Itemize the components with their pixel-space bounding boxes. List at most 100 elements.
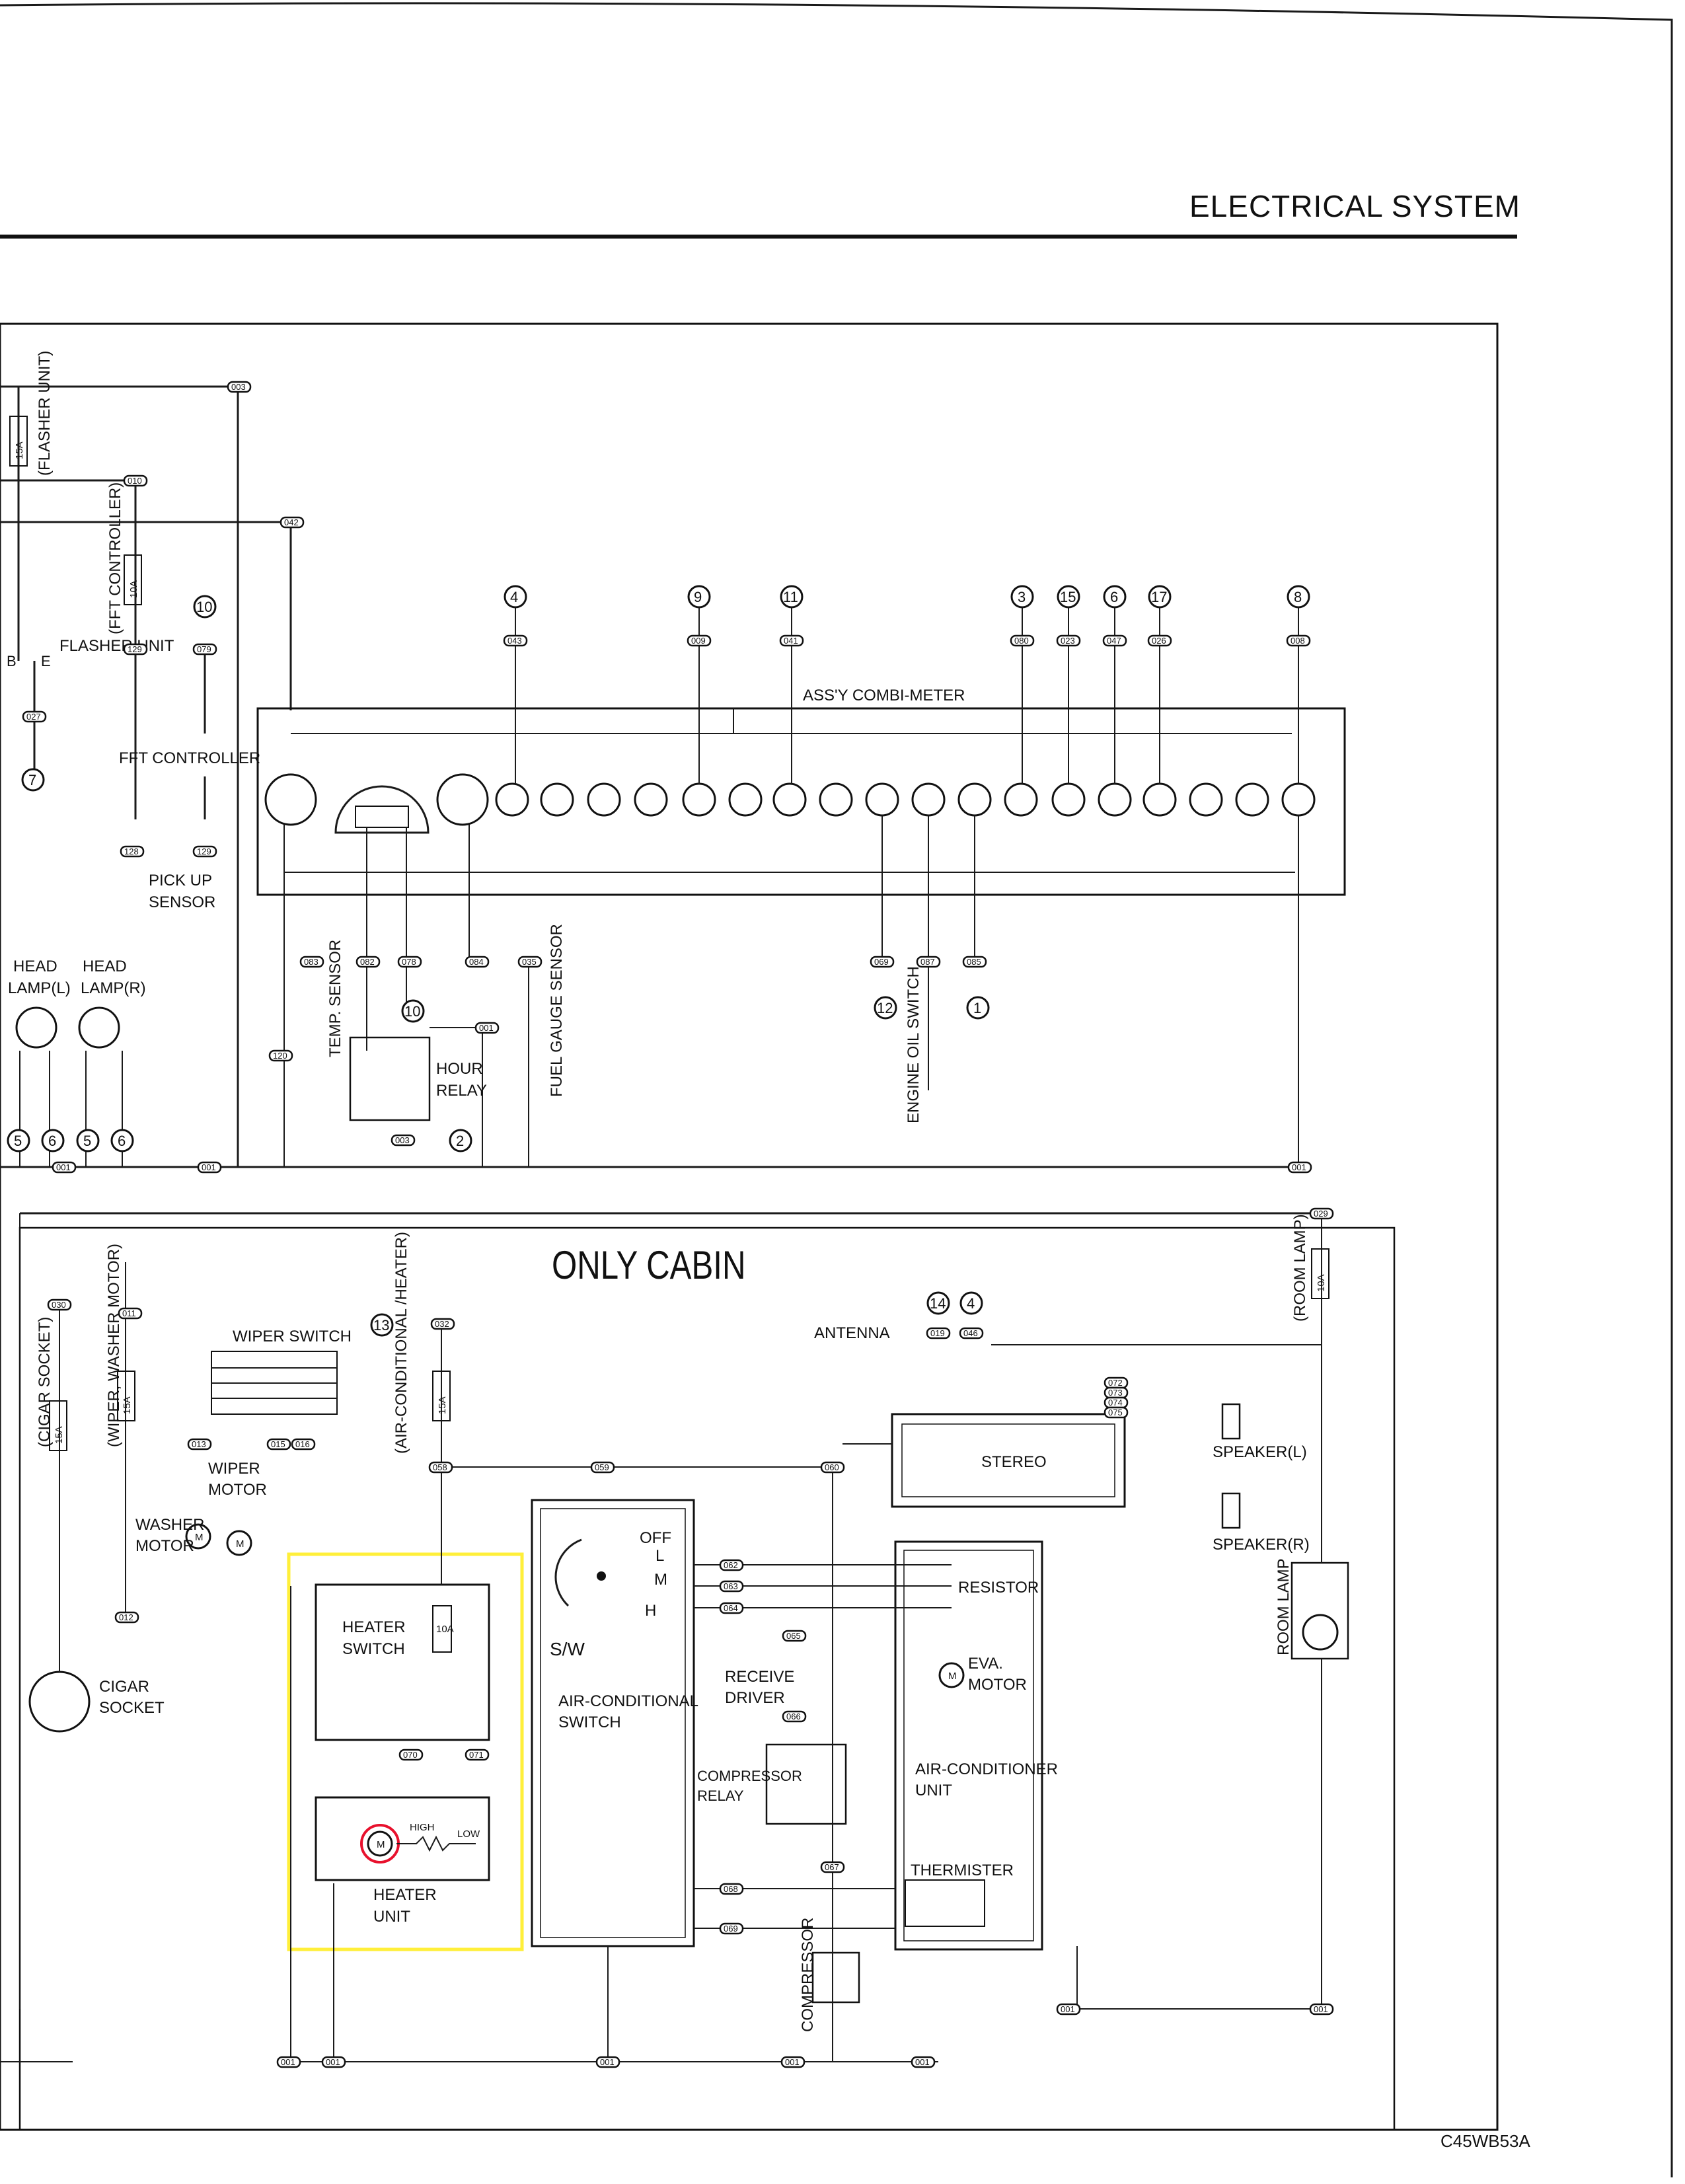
ref-1: 1 [973, 1000, 981, 1016]
connector-120: 120 [273, 1051, 287, 1061]
room-lamp-label: ROOM LAMP [1275, 1558, 1292, 1655]
aircon-switch-label-2: SWITCH [558, 1713, 621, 1731]
ref-6-top: 6 [1110, 589, 1118, 605]
ref-2: 2 [456, 1133, 464, 1149]
ref-6-b: 6 [118, 1133, 126, 1149]
cigar-socket-label-1: CIGAR [99, 1678, 149, 1696]
ref-9: 9 [694, 589, 702, 605]
connector-078: 078 [402, 957, 416, 967]
ref-13: 13 [373, 1317, 389, 1334]
connector-046: 046 [963, 1328, 978, 1338]
hour-display [355, 806, 409, 828]
relay-b-label: B [7, 653, 17, 669]
connector-074: 074 [1108, 1398, 1123, 1408]
connector-060: 060 [825, 1462, 839, 1472]
only-cabin-title: ONLY CABIN [552, 1243, 746, 1287]
hour-relay-label-1: HOUR [436, 1060, 483, 1078]
heater-resistor [396, 1835, 476, 1852]
thermister-box [905, 1879, 985, 1927]
connector-083: 083 [304, 957, 318, 967]
compressor-relay-label-1: COMPRESSOR [697, 1768, 802, 1784]
ref-7: 7 [28, 772, 36, 788]
flasher-unit-label: FLASHER UNIT [59, 637, 174, 655]
antenna-label: ANTENNA [814, 1324, 890, 1342]
connector-015: 015 [271, 1439, 285, 1449]
connector-129-top: 129 [128, 644, 142, 654]
aircon-unit-label-1: AIR-CONDITIONER [915, 1760, 1058, 1778]
aircon-switch-label-1: AIR-CONDITIONAL [558, 1692, 698, 1710]
sw-label: S/W [550, 1639, 585, 1659]
aircon-switch-inner [540, 1508, 686, 1938]
fuse-flasher-label: 15A [14, 441, 25, 459]
connector-084: 084 [469, 957, 484, 967]
indicator-lamps [495, 782, 1316, 817]
ref-8: 8 [1294, 589, 1302, 605]
connector-080: 080 [1014, 636, 1029, 646]
stereo-label: STEREO [981, 1453, 1047, 1471]
compressor-label: COMPRESSOR [799, 1918, 817, 2032]
connector-001-bottom-f: 001 [1061, 2004, 1075, 2014]
wiper-motor-m-label: M [236, 1538, 244, 1550]
aircon-switch-box [531, 1499, 695, 1947]
connector-068: 068 [724, 1884, 738, 1894]
fuse-wiper-label: 15A [122, 1396, 133, 1414]
ref-6-a: 6 [48, 1133, 56, 1149]
cigar-socket-label-2: SOCKET [99, 1699, 165, 1717]
ref-11: 11 [783, 589, 798, 605]
fuse-cigar-label: 15A [54, 1426, 65, 1444]
cabin-frame [19, 1226, 1396, 2131]
connector-071: 071 [469, 1750, 484, 1760]
wiper-switch-label: WIPER SWITCH [233, 1328, 352, 1345]
connector-001-bottom-b: 001 [326, 2057, 340, 2067]
washer-motor-label-1: WASHER [135, 1516, 204, 1534]
connector-001-bottom-g: 001 [1314, 2004, 1328, 2014]
fuel-gauge-icon [264, 773, 317, 826]
ref-10-relay: 10 [404, 1003, 420, 1020]
heater-switch-label-1: HEATER [342, 1618, 406, 1636]
flasher-unit-vert-label: (FLASHER UNIT) [36, 351, 54, 476]
eva-motor-icon [938, 1662, 965, 1688]
heater-fuse [432, 1605, 452, 1653]
ref-10-top: 10 [196, 599, 212, 615]
fuse-room-lamp-label: 10A [1316, 1274, 1327, 1292]
connector-082: 082 [360, 957, 375, 967]
receive-driver-label-2: DRIVER [725, 1689, 785, 1707]
h-label: H [645, 1602, 656, 1620]
connector-013: 013 [192, 1439, 206, 1449]
connector-003-top: 003 [231, 382, 246, 392]
wiper-motor-label-2: MOTOR [208, 1481, 267, 1499]
aircon-heater-vert-label: (AIR-CONDITIONAL /HEATER) [393, 1232, 410, 1454]
connector-032: 032 [435, 1319, 449, 1329]
combi-meter-title: ASS'Y COMBI-METER [803, 687, 965, 704]
connector-001-mid: 001 [202, 1162, 216, 1172]
circle-refs: 4 9 11 3 15 6 17 8 10 7 10 12 1 2 5 6 5 … [7, 585, 1310, 1337]
compressor-relay-label-2: RELAY [697, 1788, 744, 1804]
connector-087: 087 [920, 957, 935, 967]
fuse-heater-label: 10A [436, 1624, 454, 1635]
connector-062: 062 [724, 1560, 738, 1570]
connector-009: 009 [691, 636, 706, 646]
eva-motor-m-label: M [948, 1671, 957, 1682]
head-lamp-left-icon [15, 1006, 57, 1049]
fuse-aircon-label: 15A [437, 1396, 448, 1414]
connector-001-bottom-c: 001 [600, 2057, 615, 2067]
connector-008: 008 [1291, 636, 1305, 646]
fuse-fft-label: 10A [128, 580, 139, 598]
heater-switch-box [315, 1583, 490, 1741]
washer-motor-m-label: M [195, 1532, 204, 1543]
connector-075: 075 [1108, 1408, 1123, 1417]
hour-relay-box [349, 1036, 431, 1121]
rotary-switch-icon [554, 1538, 582, 1607]
room-lamp-vert-label: (ROOM LAMP) [1291, 1214, 1309, 1322]
stereo-box [891, 1413, 1126, 1508]
compressor-box [811, 1951, 860, 2004]
connector-001-bottom-e: 001 [915, 2057, 930, 2067]
engine-oil-switch-label: ENGINE OIL SWITCH [905, 966, 922, 1123]
speaker-right-icon [1221, 1492, 1241, 1529]
drawing-code: C45WB53A [1441, 2131, 1530, 2151]
connector-066: 066 [786, 1712, 801, 1721]
connector-072: 072 [1108, 1378, 1123, 1388]
fuel-gauge-sensor-label: FUEL GAUGE SENSOR [548, 924, 566, 1097]
connector-067: 067 [825, 1862, 839, 1872]
